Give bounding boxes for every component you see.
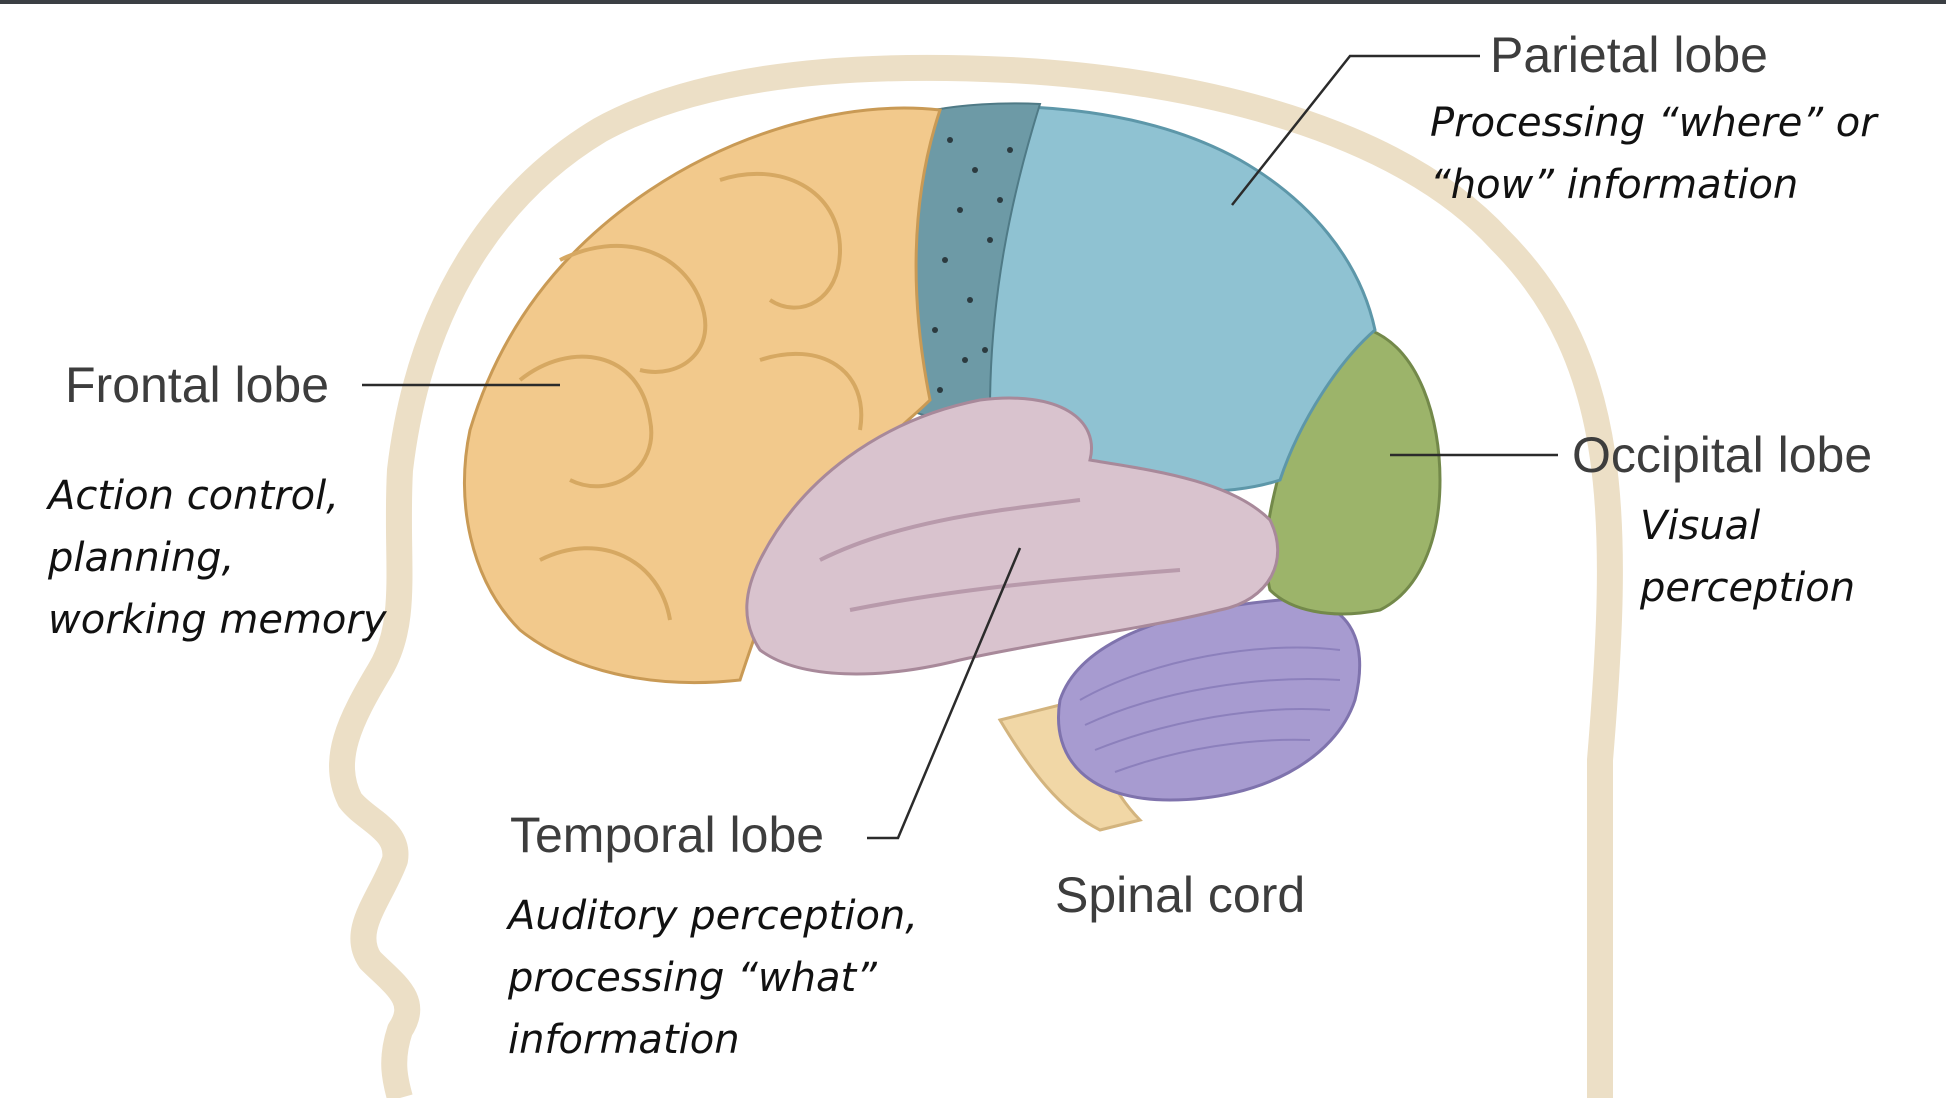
occipital-desc-line: Visual — [1640, 503, 1761, 549]
parietal-lobe-description: Processing “where” or “how” information — [1430, 92, 1877, 216]
top-rule — [0, 0, 1946, 4]
temporal-leader-line — [867, 547, 1022, 840]
parietal-leader-line — [1231, 54, 1480, 206]
temporal-desc-line: Auditory perception, — [508, 893, 918, 939]
parietal-desc-line: “how” information — [1430, 162, 1799, 208]
parietal-desc-line: Processing “where” or — [1430, 100, 1877, 146]
spinal-cord-label: Spinal cord — [1055, 867, 1306, 923]
occipital-desc-line: perception — [1640, 565, 1856, 611]
frontal-desc-line: Action control, — [48, 473, 339, 519]
parietal-lobe-label: Parietal lobe — [1490, 27, 1768, 83]
frontal-desc-line: planning, — [48, 535, 235, 581]
temporal-desc-line: information — [508, 1017, 740, 1063]
frontal-lobe-description: Action control, planning, working memory — [48, 465, 387, 651]
temporal-lobe-description: Auditory perception, processing “what” i… — [508, 885, 918, 1071]
frontal-desc-line: working memory — [48, 597, 387, 643]
speckle-dots — [932, 137, 1013, 393]
occipital-lobe-description: Visual perception — [1640, 495, 1855, 619]
leader-lines — [362, 54, 1558, 840]
frontal-lobe-label: Frontal lobe — [65, 357, 330, 413]
frontal-gyri — [518, 171, 864, 621]
temporal-lobe-label: Temporal lobe — [510, 807, 825, 863]
temporal-desc-line: processing “what” — [508, 955, 877, 1001]
cerebellum-folds — [1079, 646, 1341, 773]
occipital-lobe-label: Occipital lobe — [1572, 427, 1873, 483]
